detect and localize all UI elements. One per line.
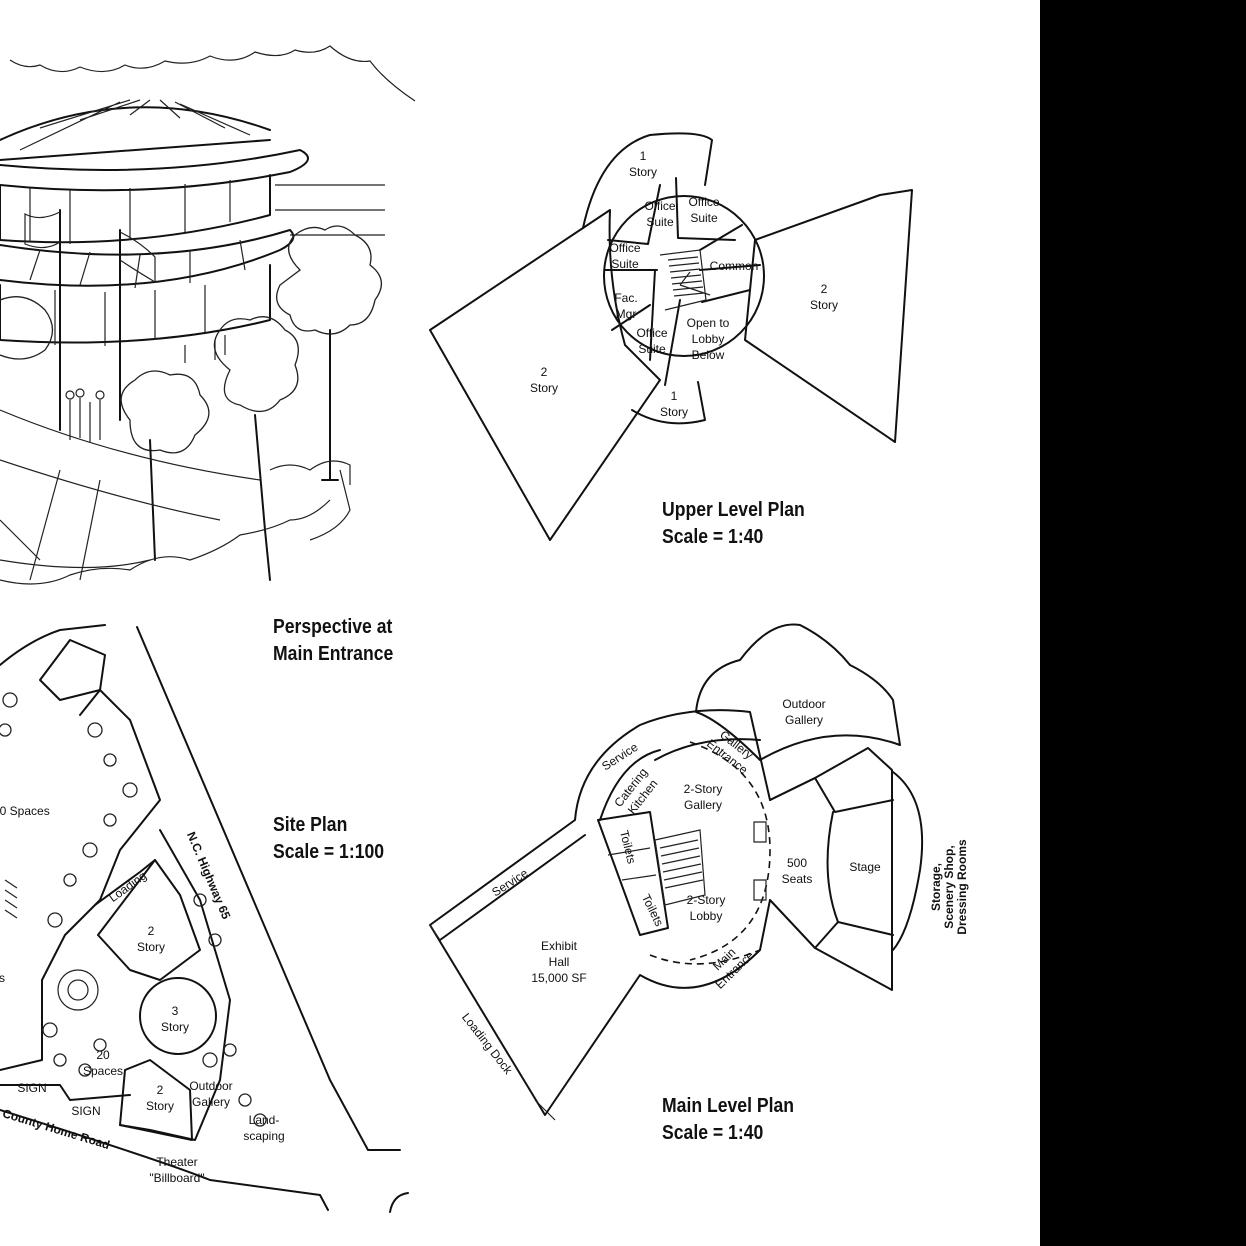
label-service-left: Service: [489, 866, 530, 900]
svg-text:2-Story: 2-Story: [684, 782, 723, 796]
svg-text:Story: Story: [810, 298, 838, 312]
svg-text:Seats: Seats: [782, 872, 813, 886]
svg-text:Story: Story: [161, 1020, 189, 1034]
label-open-to-lobby: Open to Lobby Below: [687, 316, 730, 362]
site-plan-title: Site Plan Scale = 1:100: [273, 814, 385, 863]
svg-text:Gallery: Gallery: [684, 798, 722, 812]
label-two-story-gallery: 2-Story Gallery: [684, 782, 723, 812]
svg-text:Fac.: Fac.: [614, 291, 637, 305]
svg-text:Exhibit: Exhibit: [541, 939, 578, 953]
label-toilets-2: Toilets: [639, 892, 666, 929]
svg-text:15,000 SF: 15,000 SF: [531, 971, 586, 985]
svg-text:Suite: Suite: [690, 211, 718, 225]
label-exhibit-hall: Exhibit Hall 15,000 SF: [531, 939, 586, 985]
label-two-story-lobby: 2-Story Lobby: [687, 893, 726, 923]
svg-text:Story: Story: [530, 381, 558, 395]
svg-text:Story: Story: [137, 940, 165, 954]
drawing-sheet: [0, 0, 1040, 1246]
svg-text:Dressing Rooms: Dressing Rooms: [955, 839, 969, 935]
label-service-top: Service: [599, 740, 640, 774]
svg-text:Storage,: Storage,: [929, 863, 943, 911]
svg-text:Suite: Suite: [638, 342, 666, 356]
svg-text:3: 3: [172, 1004, 179, 1018]
upper-level-plan: 1 Story Office Suite Office Suite Office…: [429, 132, 913, 541]
svg-text:Lobby: Lobby: [690, 909, 723, 923]
svg-text:2: 2: [148, 924, 155, 938]
label-two-story-left: 2 Story: [530, 365, 558, 395]
svg-text:2: 2: [821, 282, 828, 296]
label-loading: Loading: [106, 869, 149, 905]
svg-text:Hall: Hall: [549, 955, 570, 969]
label-fac-mgr: Fac. Mgr: [614, 291, 637, 321]
label-sign-b: SIGN: [71, 1104, 100, 1118]
svg-text:Land-: Land-: [249, 1113, 280, 1127]
label-highway: N.C. Highway 65: [184, 830, 233, 922]
label-storage: Storage, Scenery Shop, Dressing Rooms: [929, 839, 969, 935]
perspective-title: Perspective at Main Entrance: [273, 616, 394, 665]
svg-text:Scenery Shop,: Scenery Shop,: [942, 845, 956, 928]
label-catering-kitchen: Catering Kitchen: [611, 765, 660, 816]
label-one-story-top: 1 Story: [629, 149, 657, 179]
svg-text:Office: Office: [644, 199, 675, 213]
svg-text:Outdoor: Outdoor: [782, 697, 825, 711]
label-office-suite-2: Office Suite: [688, 195, 719, 225]
svg-text:scaping: scaping: [243, 1129, 284, 1143]
label-partial-s: s: [0, 971, 5, 985]
site-plan: 140 Spaces s N.C. Highway 65 Loading 2 S…: [0, 624, 409, 1213]
label-office-suite-1: Office Suite: [644, 199, 675, 229]
svg-text:Theater: Theater: [156, 1155, 197, 1169]
svg-text:Office: Office: [688, 195, 719, 209]
svg-text:Below: Below: [692, 348, 725, 362]
svg-text:Suite: Suite: [611, 257, 639, 271]
label-twenty-spaces: 20 Spaces: [83, 1048, 123, 1078]
label-billboard: Theater "Billboard": [149, 1155, 204, 1185]
perspective-sketch: [0, 45, 416, 585]
label-140-spaces: 140 Spaces: [0, 804, 50, 818]
svg-text:Story: Story: [660, 405, 688, 419]
svg-text:Lobby: Lobby: [692, 332, 725, 346]
svg-text:Office: Office: [636, 326, 667, 340]
svg-text:Outdoor: Outdoor: [189, 1079, 232, 1093]
label-one-story-bottom: 1 Story: [660, 389, 688, 419]
svg-text:Open to: Open to: [687, 316, 730, 330]
label-office-suite-3: Office Suite: [609, 241, 640, 271]
label-three-story: 3 Story: [161, 1004, 189, 1034]
svg-text:Story: Story: [146, 1099, 174, 1113]
label-outdoor-gallery: Outdoor Gallery: [189, 1079, 232, 1109]
highway-edge: [136, 626, 401, 1151]
svg-text:20: 20: [96, 1048, 110, 1062]
upper-plan-title: Upper Level Plan Scale = 1:40: [662, 499, 805, 548]
label-two-story-b: 2 Story: [146, 1083, 174, 1113]
svg-text:Story: Story: [629, 165, 657, 179]
svg-text:"Billboard": "Billboard": [149, 1171, 204, 1185]
label-gallery-entrance: Gallery Entrance: [704, 728, 756, 778]
svg-text:2-Story: 2-Story: [687, 893, 726, 907]
label-stage: Stage: [849, 860, 881, 874]
svg-text:2: 2: [157, 1083, 164, 1097]
label-toilets-1: Toilets: [617, 829, 639, 865]
label-common: Common: [710, 259, 759, 273]
svg-text:1: 1: [640, 149, 647, 163]
label-sign-a: SIGN: [17, 1081, 46, 1095]
svg-text:Spaces: Spaces: [83, 1064, 123, 1078]
black-margin-band: [1040, 0, 1246, 1246]
label-outdoor-gallery-main: Outdoor Gallery: [782, 697, 825, 727]
label-500-seats: 500 Seats: [782, 856, 813, 886]
label-two-story-right: 2 Story: [810, 282, 838, 312]
svg-text:Mgr: Mgr: [616, 307, 637, 321]
label-two-story-a: 2 Story: [137, 924, 165, 954]
svg-text:2: 2: [541, 365, 548, 379]
main-level-plan: Outdoor Gallery Gallery Entrance Service…: [429, 623, 969, 1121]
label-landscaping: Land- scaping: [243, 1113, 284, 1143]
svg-text:Gallery: Gallery: [192, 1095, 230, 1109]
svg-text:Office: Office: [609, 241, 640, 255]
svg-text:500: 500: [787, 856, 807, 870]
svg-text:Gallery: Gallery: [785, 713, 823, 727]
main-plan-title: Main Level Plan Scale = 1:40: [662, 1095, 795, 1144]
svg-text:1: 1: [671, 389, 678, 403]
label-office-suite-4: Office Suite: [636, 326, 667, 356]
svg-text:Suite: Suite: [646, 215, 674, 229]
